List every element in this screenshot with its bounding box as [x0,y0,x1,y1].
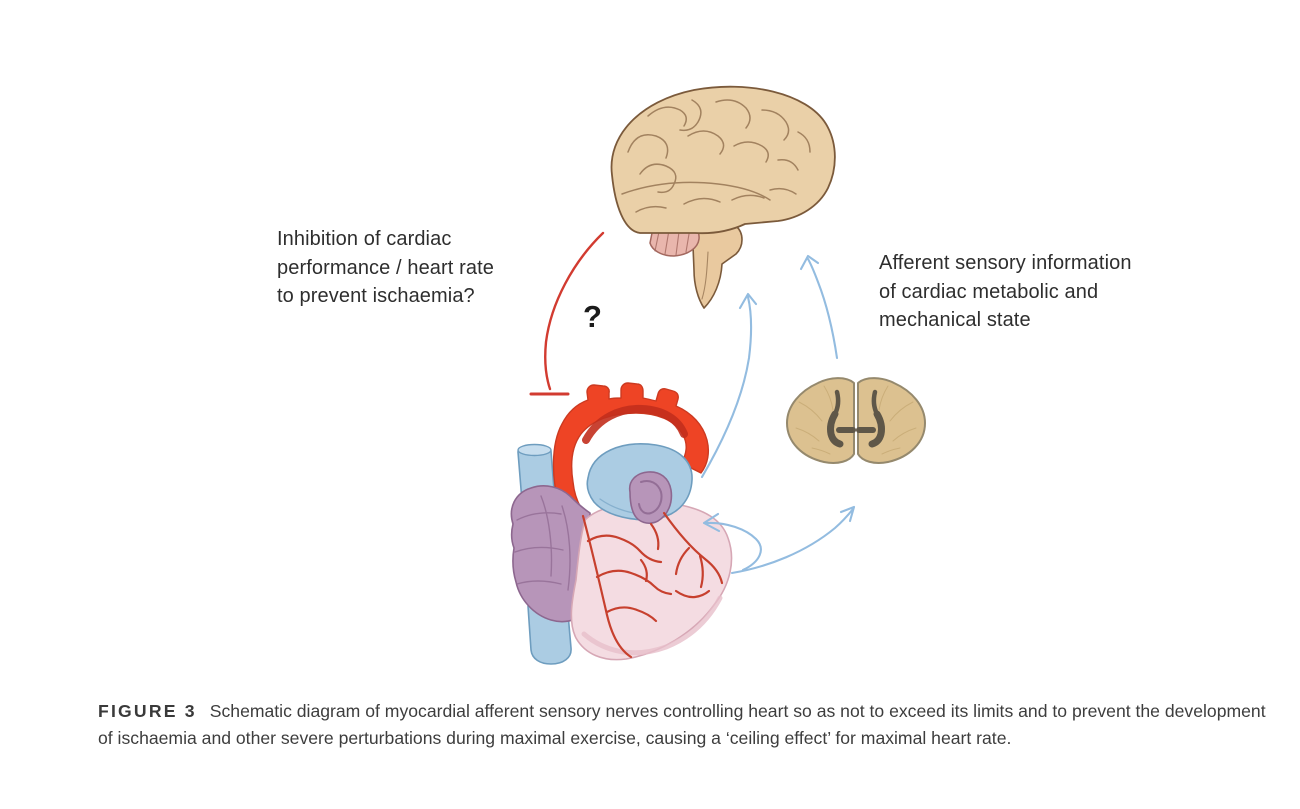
figure-caption-text: Schematic diagram of myocardial afferent… [98,701,1266,748]
aorta-inner-shadow [582,404,688,444]
afferent-label: Afferent sensory information of cardiac … [879,252,1132,331]
cerebrum [610,85,836,235]
heart-illustration [510,382,733,665]
inhibition-arrow [544,231,605,391]
appendage-inner-fold [638,480,663,515]
left-atrial-appendage [628,471,673,524]
question-mark-label: ? [583,299,602,334]
inhibition-label: Inhibition of cardiac performance / hear… [277,228,494,307]
afferent-arrow-cord-brain [799,254,839,360]
spinal-gray-matter [827,389,885,448]
right-atrium-folds [514,495,571,591]
spinal-cord-illustration [786,377,926,464]
brainstem-shading-line [701,251,709,300]
efferent-arrow-cord-heart [702,512,762,572]
brain-illustration [610,85,836,309]
afferent-arrow-heart-brain [700,292,758,479]
figure-caption-label: FIGURE 3 [98,701,197,721]
spinal-cord-texture [795,385,917,455]
coronary-arteries [581,511,724,659]
gyri-lines [621,99,811,213]
afferent-arrow-heart-cord [730,505,856,575]
svc-opening [517,443,552,457]
ventricle-bottom-rim [581,595,723,656]
